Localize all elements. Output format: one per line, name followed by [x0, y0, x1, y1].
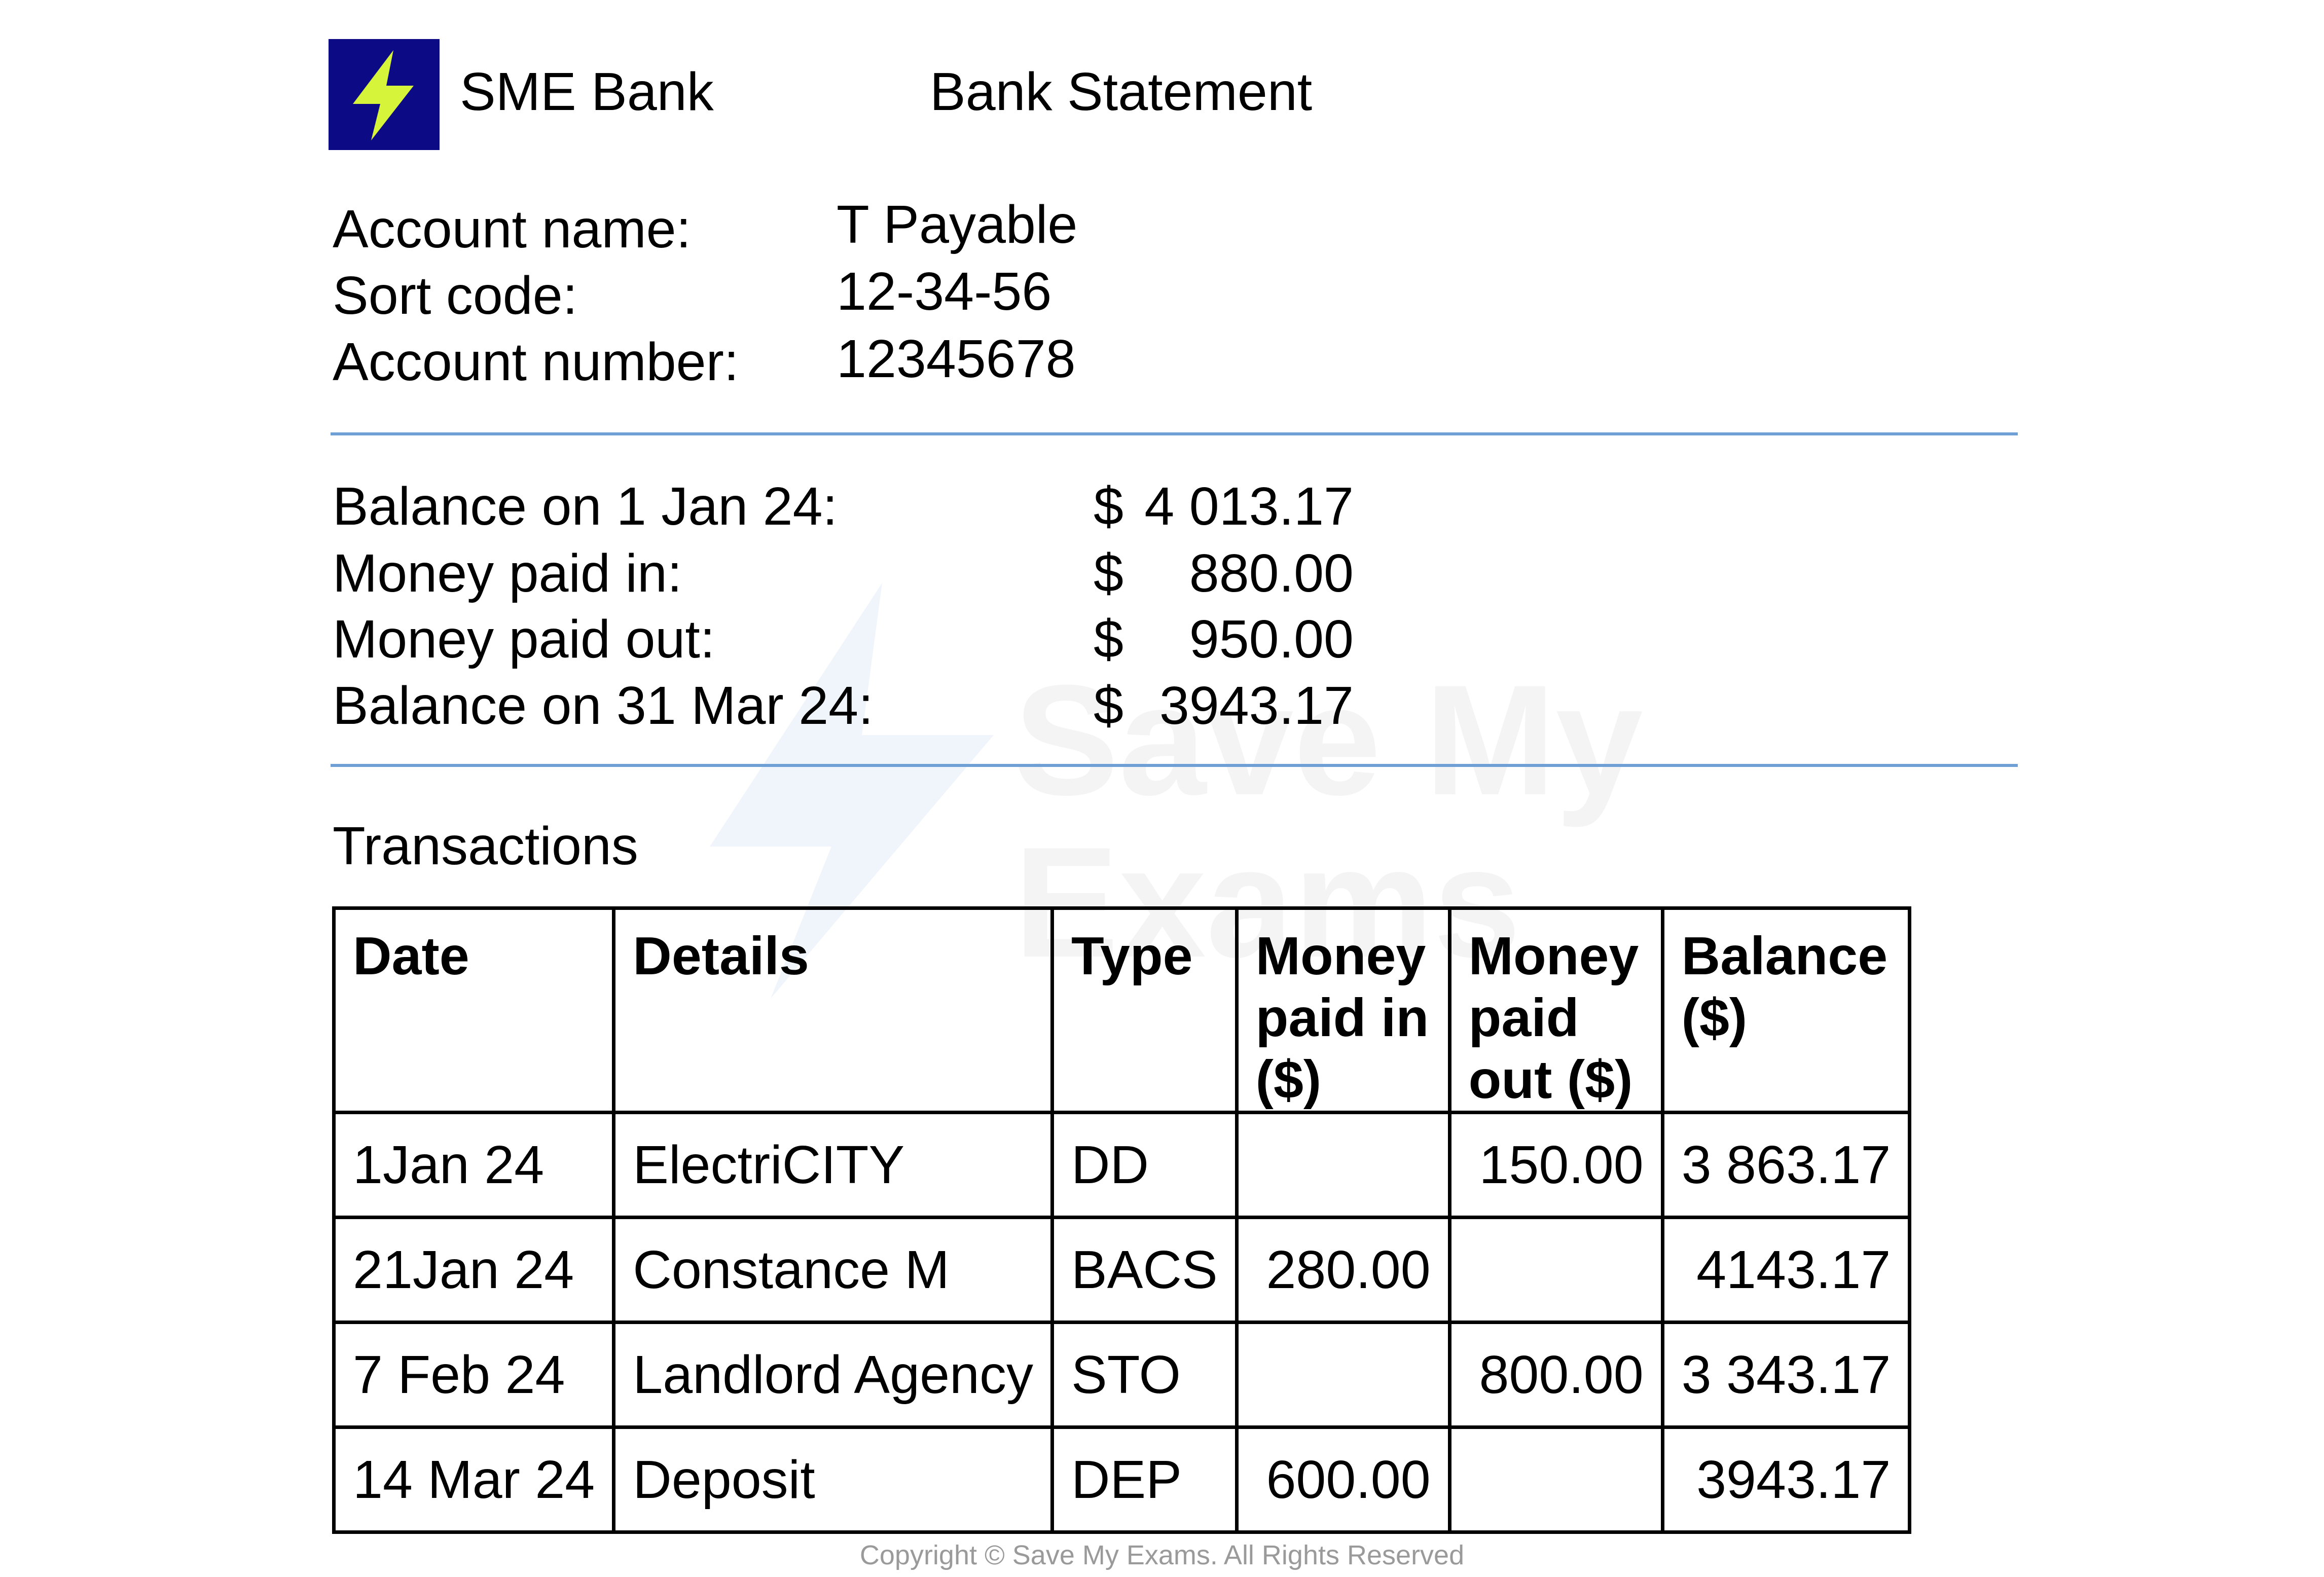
currency-symbol: $ [1094, 609, 1123, 669]
copyright-notice: Copyright © Save My Exams. All Rights Re… [859, 1540, 1465, 1570]
summary-label: Balance on 1 Jan 24: [333, 476, 838, 536]
bank-logo [329, 39, 440, 150]
sort-code-label: Sort code: [333, 266, 578, 325]
cell-balance: 3 863.17 [1660, 1111, 1912, 1219]
cell-paid-out: 150.00 [1447, 1111, 1664, 1219]
transactions-title: Transactions [333, 816, 638, 876]
table-row: 7 Feb 24 Landlord Agency STO 800.00 3 34… [332, 1321, 1912, 1429]
summary-label: Balance on 31 Mar 24: [333, 676, 874, 736]
cell-type: DEP [1050, 1425, 1239, 1534]
cell-paid-in [1234, 1111, 1451, 1219]
cell-balance: 4143.17 [1660, 1216, 1912, 1324]
cell-paid-out [1447, 1216, 1664, 1324]
account-name-value: T Payable [837, 195, 1078, 254]
account-number-label: Account number: [333, 332, 739, 392]
table-row: 21Jan 24 Constance M BACS 280.00 4143.17 [332, 1216, 1912, 1324]
summary-label: Money paid out: [333, 609, 715, 669]
divider [331, 432, 2018, 435]
cell-type: DD [1050, 1111, 1239, 1219]
cell-details: Landlord Agency [612, 1321, 1054, 1429]
bank-name: SME Bank [460, 62, 714, 122]
cell-date: 1Jan 24 [332, 1111, 616, 1219]
cell-paid-in [1234, 1321, 1451, 1429]
cell-balance: 3943.17 [1660, 1425, 1912, 1534]
currency-symbol: $ [1094, 676, 1123, 736]
column-header-money-paid-in: Money paid in ($) [1234, 906, 1451, 1114]
document-title: Bank Statement [930, 62, 1313, 122]
cell-date: 7 Feb 24 [332, 1321, 616, 1429]
table-row: 14 Mar 24 Deposit DEP 600.00 3943.17 [332, 1425, 1912, 1534]
cell-paid-out: 800.00 [1447, 1321, 1664, 1429]
cell-details: ElectriCITY [612, 1111, 1054, 1219]
summary-amount: 3943.17 [1159, 676, 1354, 736]
currency-symbol: $ [1094, 476, 1123, 536]
cell-balance: 3 343.17 [1660, 1321, 1912, 1429]
table-header-row: Date Details Type Money paid in ($) Mone… [332, 906, 1912, 1114]
cell-type: BACS [1050, 1216, 1239, 1324]
cell-date: 14 Mar 24 [332, 1425, 616, 1534]
lightning-bolt-icon [353, 50, 414, 140]
column-header-money-paid-out: Money paid out ($) [1447, 906, 1664, 1114]
account-name-label: Account name: [333, 199, 692, 259]
cell-paid-in: 280.00 [1234, 1216, 1451, 1324]
cell-paid-out [1447, 1425, 1664, 1534]
transactions-table: Date Details Type Money paid in ($) Mone… [332, 906, 1912, 1534]
summary-amount: 4 013.17 [1144, 476, 1354, 536]
watermark-bolt-icon [710, 583, 994, 1001]
table-row: 1Jan 24 ElectriCITY DD 150.00 3 863.17 [332, 1111, 1912, 1219]
divider [331, 764, 2018, 767]
summary-label: Money paid in: [333, 543, 682, 603]
cell-date: 21Jan 24 [332, 1216, 616, 1324]
account-number-value: 12345678 [837, 329, 1076, 389]
cell-details: Deposit [612, 1425, 1054, 1534]
column-header-balance: Balance ($) [1660, 906, 1912, 1114]
summary-amount: 880.00 [1189, 543, 1354, 603]
column-header-type: Type [1050, 906, 1239, 1114]
cell-paid-in: 600.00 [1234, 1425, 1451, 1534]
summary-amount: 950.00 [1189, 609, 1354, 669]
currency-symbol: $ [1094, 543, 1123, 603]
column-header-date: Date [332, 906, 616, 1114]
sort-code-value: 12-34-56 [837, 262, 1052, 321]
cell-details: Constance M [612, 1216, 1054, 1324]
cell-type: STO [1050, 1321, 1239, 1429]
column-header-details: Details [612, 906, 1054, 1114]
